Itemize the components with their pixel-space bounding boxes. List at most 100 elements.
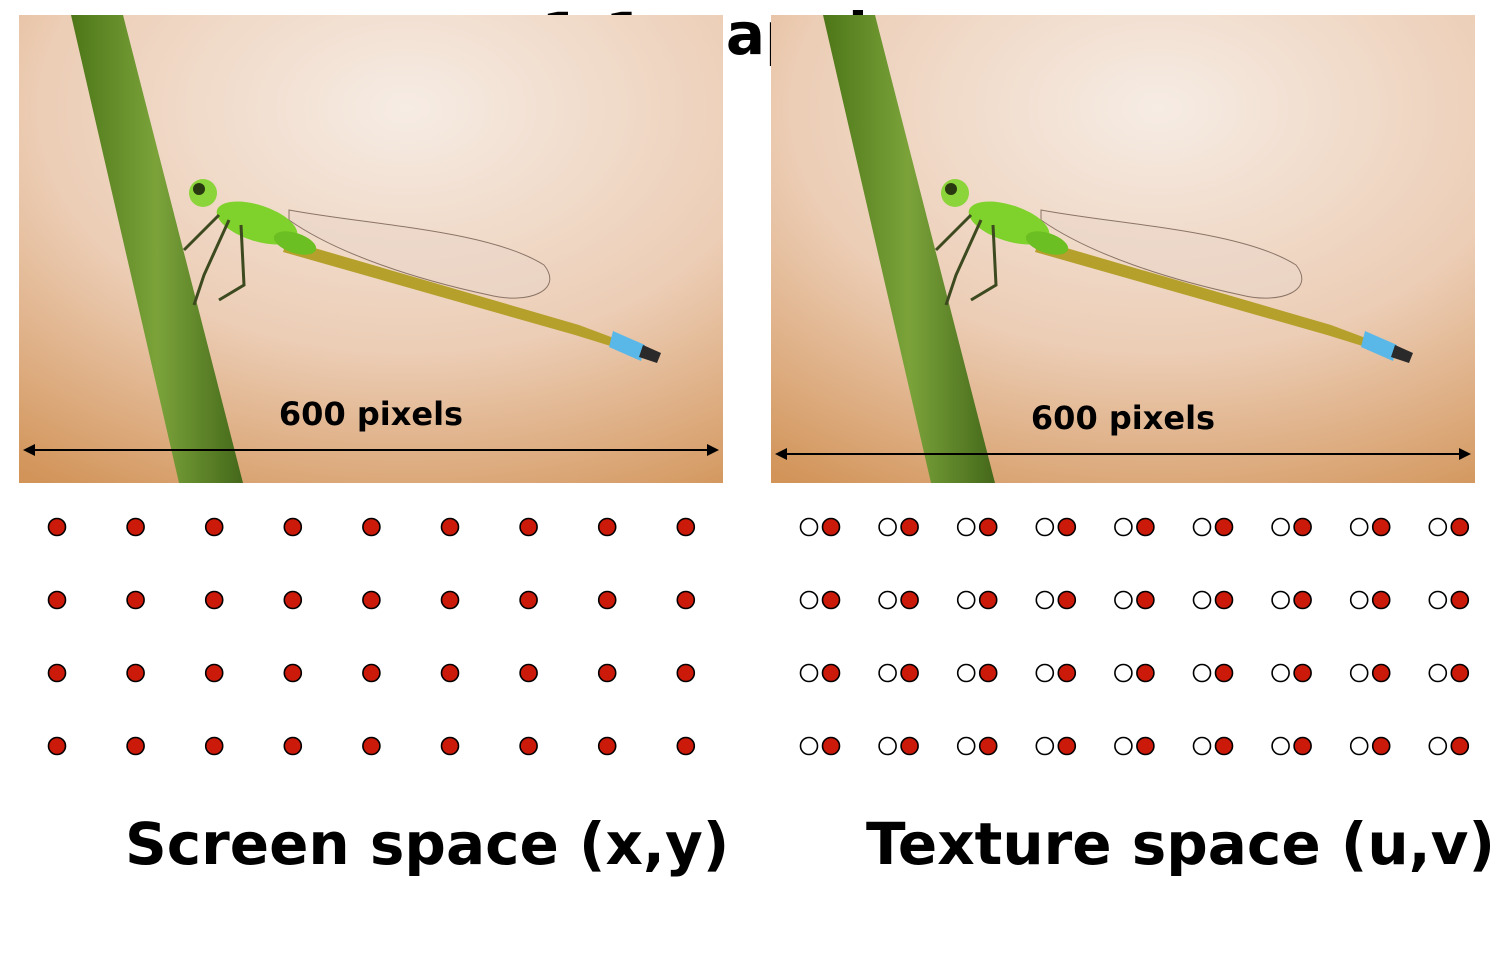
screen-sample-point [1057, 663, 1077, 683]
texture-sample-point [1192, 663, 1212, 683]
screen-sample-point [597, 736, 617, 756]
screen-sample-point [1136, 663, 1155, 683]
screen-sample-point [978, 590, 998, 610]
texture-sample-point [1192, 590, 1212, 610]
texture-sample-point [956, 663, 976, 683]
texture-sample-point [799, 517, 819, 537]
texture-sample-point [1349, 736, 1369, 756]
screen-space-caption: Screen space (x,y) [125, 810, 730, 878]
screen-sample-point [1293, 517, 1312, 537]
texture-sample-point [956, 736, 976, 756]
screen-sample-point [1057, 590, 1077, 610]
screen-sample-point [1371, 663, 1391, 683]
screen-sample-point [47, 663, 67, 683]
texture-sample-point [1271, 663, 1290, 683]
texture-sample-point [1035, 663, 1055, 683]
screen-sample-point [126, 590, 145, 610]
screen-sample-point [1293, 590, 1312, 610]
screen-sample-point [440, 517, 460, 537]
screen-sample-point [597, 663, 617, 683]
screen-sample-point [519, 590, 538, 610]
screen-sample-point [1293, 736, 1312, 756]
screen-sample-point [47, 517, 67, 537]
screen-sample-point [204, 590, 224, 610]
width-label: 600 pixels [1030, 399, 1216, 437]
screen-sample-point [362, 663, 381, 683]
screen-sample-point [1450, 663, 1470, 683]
texture-sample-point [878, 590, 897, 610]
screen-sample-point [676, 736, 696, 756]
texture-sample-point [1035, 590, 1055, 610]
screen-sample-point [1057, 736, 1077, 756]
screen-sample-point [440, 736, 460, 756]
screen-sample-point [900, 663, 919, 683]
screen-sample-point [1214, 736, 1234, 756]
screen-sample-point [519, 663, 538, 683]
texture-sample-grid [799, 517, 1470, 756]
screen-sample-point [1214, 590, 1234, 610]
screen-sample-point [1214, 517, 1234, 537]
screen-sample-point [821, 663, 841, 683]
texture-sample-point [878, 663, 897, 683]
width-label: 600 pixels [278, 395, 464, 433]
screen-sample-point [1450, 517, 1470, 537]
texture-sample-point [1114, 590, 1133, 610]
dragonfly-shape [182, 179, 661, 363]
screen-sample-point [204, 663, 224, 683]
screen-sample-point [978, 736, 998, 756]
screen-sample-point [821, 517, 841, 537]
texture-sample-point [1349, 663, 1369, 683]
screen-sample-point [821, 590, 841, 610]
texture-sample-point [1035, 517, 1055, 537]
screen-sample-point [204, 517, 224, 537]
texture-sample-point [799, 590, 819, 610]
screen-sample-point [362, 736, 381, 756]
texture-sample-point [1114, 736, 1133, 756]
screen-sample-point [1371, 736, 1391, 756]
texture-sample-point [799, 736, 819, 756]
screen-sample-point [1214, 663, 1234, 683]
screen-sample-grid [47, 517, 696, 756]
texture-sample-point [799, 663, 819, 683]
width-arrow [775, 448, 1471, 460]
screen-space-image: 600 pixels [19, 15, 723, 483]
screen-sample-point [900, 517, 919, 537]
texture-sample-point [1271, 590, 1290, 610]
width-arrow [23, 444, 719, 456]
texture-sample-point [1428, 517, 1448, 537]
texture-space-image: 600 pixels [771, 15, 1475, 483]
screen-sample-point [283, 590, 303, 610]
screen-sample-point [1057, 517, 1077, 537]
texture-sample-point [878, 517, 897, 537]
screen-sample-point [519, 517, 538, 537]
dragonfly-shape [934, 179, 1413, 363]
screen-sample-point [1136, 517, 1155, 537]
screen-sample-point [47, 736, 67, 756]
dragonfly-photo [19, 15, 723, 483]
screen-sample-point [676, 517, 696, 537]
screen-sample-point [597, 590, 617, 610]
screen-sample-point [978, 517, 998, 537]
screen-sample-point [597, 517, 617, 537]
screen-sample-point [821, 736, 841, 756]
texture-sample-point [1349, 590, 1369, 610]
screen-sample-point [440, 590, 460, 610]
screen-sample-point [1136, 590, 1155, 610]
texture-sample-point [878, 736, 897, 756]
stem-shape [823, 15, 995, 483]
texture-sample-point [1035, 736, 1055, 756]
screen-sample-point [1293, 663, 1312, 683]
screen-sample-point [283, 736, 303, 756]
texture-sample-point [1428, 663, 1448, 683]
screen-sample-point [283, 663, 303, 683]
screen-sample-point [126, 517, 145, 537]
screen-sample-point [1371, 517, 1391, 537]
screen-sample-point [204, 736, 224, 756]
screen-sample-point [900, 736, 919, 756]
screen-sample-point [1371, 590, 1391, 610]
texture-sample-point [1114, 663, 1133, 683]
texture-sample-point [1114, 517, 1133, 537]
texture-sample-point [1271, 736, 1290, 756]
screen-sample-point [900, 590, 919, 610]
screen-sample-point [1136, 736, 1155, 756]
